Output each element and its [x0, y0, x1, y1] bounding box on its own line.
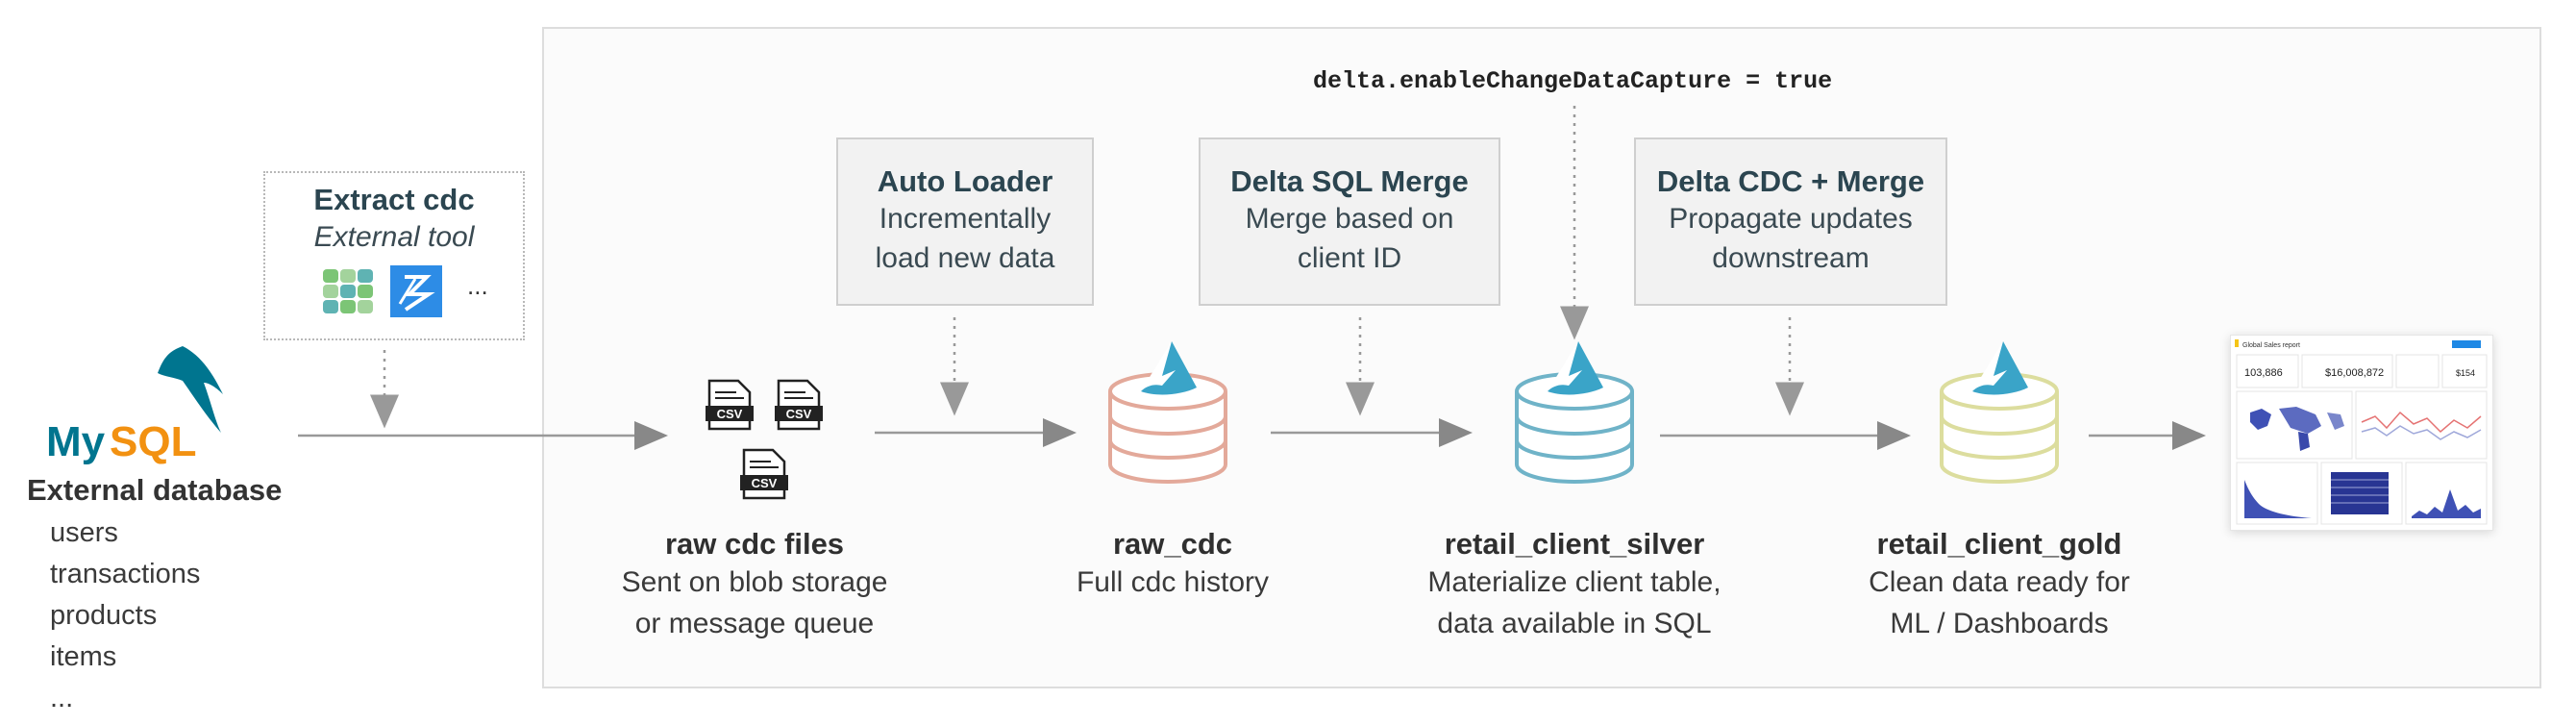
pipeline-frame [542, 27, 2541, 688]
auto-loader-desc-line1: Incrementally [879, 203, 1052, 235]
auto-loader-desc-line2: load new data [875, 242, 1055, 274]
retail-client-gold-label: retail_client_gold Clean data ready for … [1845, 527, 2153, 644]
database-table-list: users transactions products items ... [50, 512, 200, 719]
raw-cdc-files-title: raw cdc files [664, 527, 845, 561]
dashboard-title: Global Sales report [2242, 342, 2300, 349]
extract-cdc-title: Extract cdc [313, 183, 475, 216]
db-table-items: items [50, 641, 117, 672]
retail-client-gold-desc-line2: ML / Dashboards [1890, 608, 2109, 639]
raw-cdc-desc: Full cdc history [1076, 566, 1270, 598]
grid-tool-icon [323, 269, 373, 313]
raw-cdc-files-desc-line1: Sent on blob storage [621, 566, 888, 598]
kpi-2: $16,008,872 [2325, 367, 2384, 379]
retail-client-silver-desc-line1: Materialize client table, [1427, 566, 1721, 598]
extract-more-tools: ... [467, 271, 488, 300]
retail-client-silver-desc-line2: data available in SQL [1437, 608, 1712, 639]
mysql-dolphin-icon [158, 346, 223, 433]
mysql-logo-my: My [46, 418, 106, 465]
delta-cdc-merge-desc-line2: downstream [1712, 242, 1870, 274]
retail-client-silver-title: retail_client_silver [1444, 527, 1705, 561]
kpi-1: 103,886 [2244, 367, 2283, 379]
delta-cdc-merge-box: Delta CDC + Merge Propagate updates down… [1634, 138, 1947, 306]
external-database-title: External database [27, 473, 283, 507]
kpi-3: $154 [2456, 368, 2475, 378]
dashboard-thumbnail: Global Sales report 103,886 $16,008,872 … [2230, 335, 2493, 531]
db-table-more: ... [50, 683, 74, 713]
extract-tool-icons: ... [323, 265, 488, 317]
delta-sql-merge-title: Delta SQL Merge [1230, 164, 1469, 198]
retail-client-silver-label: retail_client_silver Materialize client … [1392, 527, 1757, 644]
mysql-logo-sql: SQL [110, 418, 196, 465]
raw-cdc-files-label: raw cdc files Sent on blob storage or me… [596, 527, 913, 644]
auto-loader-title: Auto Loader [877, 164, 1053, 198]
raw-cdc-label: raw_cdc Full cdc history [1038, 527, 1307, 603]
raw-cdc-files-desc-line2: or message queue [634, 608, 875, 639]
delta-cdc-merge-title: Delta CDC + Merge [1656, 164, 1925, 198]
delta-sql-merge-desc-line1: Merge based on [1245, 203, 1454, 235]
retail-client-gold-title: retail_client_gold [1876, 527, 2122, 561]
change-data-capture-config: delta.enableChangeDataCapture = true [1313, 67, 1833, 95]
dashboard-thumbnail-art: Global Sales report 103,886 $16,008,872 … [2231, 336, 2492, 530]
db-table-transactions: transactions [50, 559, 201, 589]
delta-cdc-merge-desc-line1: Propagate updates [1669, 203, 1913, 235]
extract-cdc-box: Extract cdc External tool ... [263, 171, 525, 340]
retail-client-gold-desc-line1: Clean data ready for [1869, 566, 2130, 598]
extract-cdc-subtitle: External tool [313, 221, 475, 253]
auto-loader-box: Auto Loader Incrementally load new data [836, 138, 1094, 306]
raw-cdc-title: raw_cdc [1112, 527, 1233, 561]
delta-sql-merge-box: Delta SQL Merge Merge based on client ID [1199, 138, 1500, 306]
db-table-users: users [50, 517, 118, 548]
delta-sql-merge-desc-line2: client ID [1297, 242, 1402, 274]
db-table-products: products [50, 600, 158, 631]
stream-tool-icon [390, 265, 442, 317]
